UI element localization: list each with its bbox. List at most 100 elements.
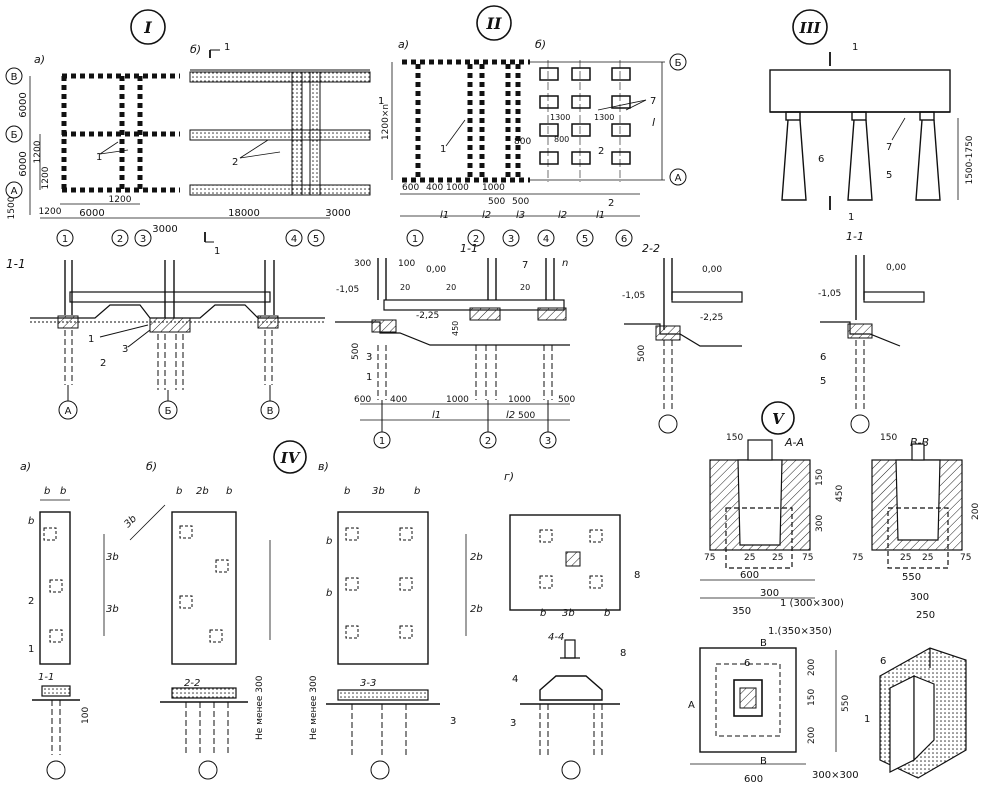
cut-mark-I-top: 1 — [224, 42, 230, 53]
sec-II-dim-4: 20 — [400, 283, 410, 292]
socket-isometric-V — [879, 647, 967, 779]
section-IV: IV а) б) в) г) b b b 3b 3b 2 1 1-1 100 — [20, 440, 640, 780]
section-II-label: II — [486, 14, 502, 33]
axis-col-2-II: 2 — [473, 234, 479, 245]
sec-II-axis-2: 2 — [485, 436, 491, 447]
sec-II-dim-17: l2 — [506, 410, 515, 421]
sec-II-dim-1: 100 — [398, 259, 415, 269]
axis-row-B-II: Б — [675, 58, 682, 69]
span-II-l2: l2 — [482, 210, 491, 221]
dim-I-8: 3000 — [152, 224, 177, 235]
axis-row-A-I: А — [11, 186, 18, 197]
axis-col-4-II: 4 — [543, 234, 549, 245]
aa-note: 1 (300×300) — [780, 598, 844, 609]
dim-II-11: l — [652, 116, 655, 129]
callout-III-5: 5 — [886, 170, 892, 181]
sec-2-dim-0: 0,00 — [702, 265, 722, 275]
plan-dim-3: 200 — [807, 727, 817, 744]
sec-II-dim-8: 20 — [446, 283, 456, 292]
section-II: II а) б) Б А 1 2 — [335, 5, 743, 449]
callout-I-1: 1 — [96, 152, 102, 163]
aa-dim-7: 75 — [802, 553, 813, 563]
callout-a-2: 2 — [28, 596, 34, 607]
dim-I-2: 1200 — [33, 140, 43, 163]
cut-II-1: 1 — [378, 96, 384, 107]
section-II-2-title: 2-2 — [642, 242, 660, 255]
cut-III-top: 1 — [852, 42, 858, 53]
section-IV-badge — [273, 440, 307, 474]
section-III-title: 1-1 — [846, 230, 864, 243]
sec-II-callout-n: n — [562, 258, 568, 269]
sec-2-dim-2: -2,25 — [700, 313, 723, 323]
dim-d-1: 3b — [562, 608, 575, 619]
sec-II-dim-10: 600 — [354, 395, 371, 405]
cut-III-bottom: 1 — [848, 212, 854, 223]
aa-dim-6: 25 — [772, 553, 783, 563]
dim-II-1: 600 — [402, 183, 419, 193]
aa-dim-2: 450 — [835, 485, 845, 502]
dim-II-10: 800 — [554, 135, 569, 144]
bb-dim-8: 250 — [916, 610, 935, 621]
grillage-c-IV — [326, 511, 467, 780]
cut-mark-I-bottom: 1 — [214, 246, 220, 257]
dim-a-0: b — [44, 486, 50, 497]
plan-dim-2: 150 — [807, 689, 817, 706]
dim-c-6: 2b — [470, 604, 483, 615]
plan-cut-B-bottom: В — [760, 756, 767, 767]
dim-c-3: b — [326, 536, 332, 547]
dim-d-2: b — [604, 608, 610, 619]
bb-dim-2: 75 — [852, 553, 863, 563]
span-II-l1: l1 — [440, 210, 449, 221]
aa-dim-3: 300 — [815, 515, 825, 532]
aa-dim-5: 25 — [744, 553, 755, 563]
grillage-b-IV — [129, 504, 271, 780]
section-III: III 1 1 6 7 5 1500-1750 1-1 — [769, 9, 975, 434]
dim-c-2: b — [414, 486, 420, 497]
bb-dim-3: 25 — [900, 553, 911, 563]
sub-a-I: а) — [34, 53, 45, 66]
sec-II-dim-6: 500 — [351, 343, 361, 360]
sec-III-callout-6: 6 — [820, 352, 826, 363]
sec-II-dim-5: -2,25 — [416, 311, 439, 321]
grillage-d-IV — [509, 514, 621, 780]
dim-I-10: 3000 — [325, 208, 350, 219]
callout-I-2: 2 — [232, 157, 238, 168]
dim-I-5: 1200 — [39, 207, 62, 217]
sec-II-dim-3: -1,05 — [336, 285, 359, 295]
section-I-drawing — [30, 260, 325, 420]
section-V-label: V — [772, 410, 785, 428]
min-text-c: Не менее 300 — [309, 675, 319, 740]
sec-axis-I-V: В — [267, 406, 274, 417]
dim-b-3: 3b — [122, 513, 139, 530]
bb-dim-5: 75 — [960, 553, 971, 563]
callout-d-8: 8 — [634, 570, 640, 581]
dim-c-0: b — [344, 486, 350, 497]
aa-dim-10: 350 — [732, 606, 751, 617]
dim-c-4: b — [326, 588, 332, 599]
sec-II-callout-7: 7 — [522, 260, 528, 271]
plan-dim-1: 200 — [807, 659, 817, 676]
section-IV-label: IV — [280, 449, 301, 467]
plan-note: 300×300 — [812, 770, 859, 781]
sec-II-callout-3: 3 — [366, 352, 372, 363]
dim-II-0: 1200×n — [381, 104, 391, 140]
plan-callout-1: 1 — [864, 714, 870, 725]
callout-I-sec-2: 1 — [88, 334, 94, 345]
sec-a-title: 1-1 — [38, 672, 54, 683]
socket-plan-V — [690, 647, 837, 765]
dim-II-2: 400 — [426, 183, 443, 193]
sub-b-II: б) — [535, 38, 546, 51]
sec-III-dim-0: 0,00 — [886, 263, 906, 273]
sec-II-dim-0: 300 — [354, 259, 371, 269]
dim-II-7: 800 — [514, 137, 531, 147]
plan-cut-A: А — [688, 700, 695, 711]
span-II-l3: l3 — [516, 210, 525, 221]
sec-II-callout-1: 1 — [366, 372, 372, 383]
cut-marks-I — [204, 49, 220, 243]
dim-b-1: 2b — [196, 486, 209, 497]
sec-2-dim-3: 500 — [637, 345, 647, 362]
axes-I — [5, 67, 325, 247]
pile-caps-plan-II — [530, 60, 665, 182]
span-II-l2b: l2 — [558, 210, 567, 221]
section-III-badge — [792, 9, 828, 45]
